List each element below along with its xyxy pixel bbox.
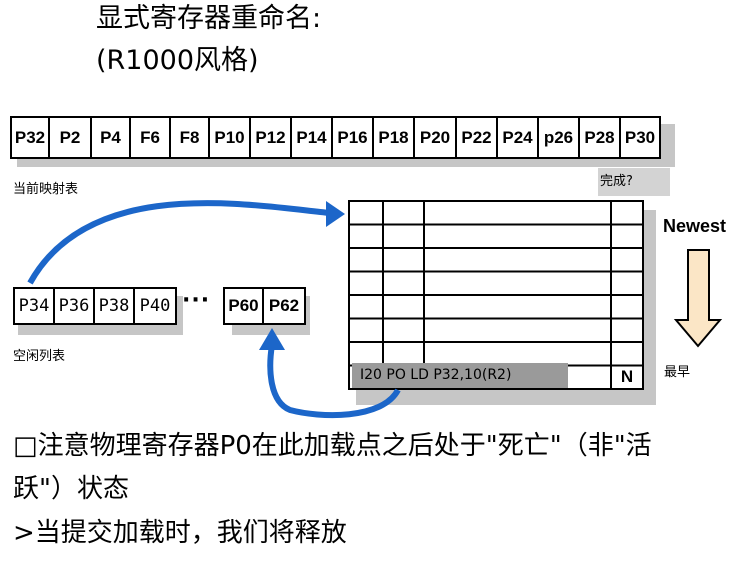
free-list-cell: P36: [55, 289, 95, 323]
free-list-cell: P60: [225, 289, 264, 323]
newest-to-oldest-arrow: [673, 249, 723, 348]
map-table-cell: P20: [415, 118, 457, 157]
free-list-label: 空闲列表: [13, 349, 66, 364]
map-table-cell: p26: [539, 118, 580, 157]
complete-column-header: 完成?: [598, 168, 670, 196]
map-table-cell: P32: [12, 118, 50, 157]
map-to-rob-arrowhead: [326, 201, 345, 227]
free-list-cell: P38: [95, 289, 135, 323]
title-line-2: (R1000风格): [96, 45, 259, 76]
rob-entry-instruction: I20 PO LD P32,10(R2): [352, 363, 568, 388]
free-list-cell: P34: [15, 289, 55, 323]
map-table-cell: P24: [498, 118, 539, 157]
map-table-cell: P4: [92, 118, 131, 157]
title-line-1: 显式寄存器重命名:: [96, 3, 322, 34]
map-table-cell: P14: [292, 118, 333, 157]
note-line-3: >当提交加载时，我们将释放: [13, 518, 347, 548]
reorder-buffer: [348, 200, 644, 390]
rob-entry-done-flag: N: [620, 367, 634, 386]
oldest-label: 最早: [664, 365, 691, 380]
map-to-rob-arrow: [27, 200, 331, 285]
map-table-cell: P18: [374, 118, 415, 157]
map-table-cell: P2: [50, 118, 92, 157]
map-table-cell: P22: [457, 118, 498, 157]
map-table-cell: F8: [171, 118, 210, 157]
map-table-cell: P30: [624, 127, 656, 147]
map-table-cell: P12: [251, 118, 292, 157]
map-table-cell: P10: [210, 118, 251, 157]
reorder-buffer-grid: [348, 200, 644, 390]
free-list-cell: P40: [139, 296, 171, 316]
free-list-cell: P62: [268, 296, 300, 315]
map-table-cell: P16: [333, 118, 374, 157]
newest-label: Newest: [663, 216, 727, 236]
note-line-2: 跃"）状态: [13, 474, 129, 504]
map-table-label: 当前映射表: [13, 182, 79, 197]
map-table-cell: P28: [580, 118, 621, 157]
map-table-cell: F6: [131, 118, 171, 157]
free-list-ellipsis: ···: [182, 288, 211, 313]
note-line-1: □注意物理寄存器P0在此加载点之后处于"死亡"（非"活: [13, 431, 652, 461]
